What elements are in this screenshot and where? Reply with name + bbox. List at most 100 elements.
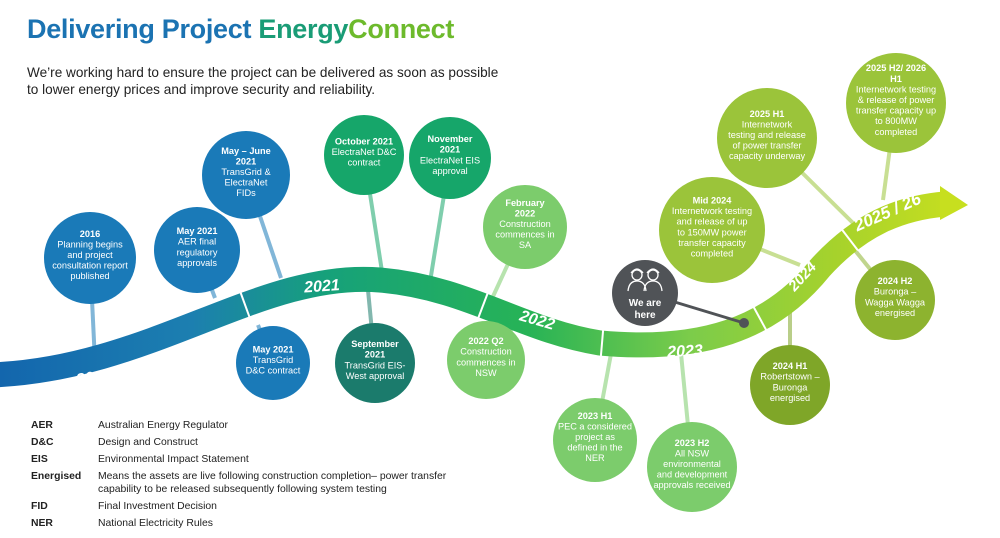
milestone-desc-line: AER final [178, 237, 216, 247]
year-label: 2023 [666, 342, 704, 361]
milestone-date: 2024 H2 [878, 276, 913, 286]
milestone-date: 2025 H2/ 2026 [866, 63, 926, 73]
milestone-desc-line: Buronga [773, 382, 809, 392]
milestone-desc-line: Construction [499, 219, 551, 229]
milestone-desc-line: to 800MW [875, 116, 917, 126]
timeline-arrowhead [940, 186, 968, 220]
glossary-definition: Final Investment Decision [98, 501, 217, 512]
milestone-desc-line: Robertstown – [760, 372, 820, 382]
milestone-desc-line: ElectraNet [225, 178, 268, 188]
milestone-desc-line: and development [657, 470, 728, 480]
band-divider [239, 292, 251, 318]
milestone-date: H1 [890, 74, 902, 84]
milestone-desc-line: FIDs [236, 188, 256, 198]
band-divider [477, 292, 489, 319]
milestone-desc-line: contract [348, 158, 381, 168]
milestone-circle [202, 131, 290, 219]
milestone-desc-line: NER [585, 453, 605, 463]
page-subtitle: We’re working hard to ensure the project… [27, 65, 499, 97]
milestone-circle [154, 207, 240, 293]
marker-circle [612, 260, 678, 326]
milestone-date: February [505, 198, 545, 208]
milestone-desc-line: & release of power [858, 95, 935, 105]
milestone-desc-line: environmental [663, 459, 721, 469]
milestone-desc-line: transfer capacity [678, 238, 746, 248]
milestone-circle [553, 398, 637, 482]
milestone-desc-line: D&C contract [246, 366, 301, 376]
glossary-term: AER [31, 420, 53, 431]
milestone-desc-line: energised [875, 308, 915, 318]
milestone-desc-line: and project [67, 250, 113, 260]
milestone-circle [483, 185, 567, 269]
milestone-circle [750, 345, 830, 425]
glossary-term: D&C [31, 437, 54, 448]
milestone-desc-line: and release of up [676, 217, 747, 227]
milestone-date: 2021 [365, 350, 385, 360]
milestone-desc-line: All NSW [675, 448, 710, 458]
milestone-desc-line: Planning begins [57, 239, 123, 249]
milestone-desc-line: TransGrid & [221, 167, 270, 177]
milestone-circle [324, 115, 404, 195]
milestone-desc-line: PEC a considered [558, 421, 632, 431]
glossary-definition: Design and Construct [98, 437, 198, 448]
glossary-term: FID [31, 501, 48, 512]
milestone-date: November [428, 134, 473, 144]
year-label: 2021 [303, 277, 341, 297]
milestone-desc-line: ElectraNet D&C [332, 147, 397, 157]
glossary-term: Energised [31, 471, 82, 482]
timeline-band [0, 191, 947, 387]
milestone-date: 2025 H1 [750, 109, 785, 119]
milestone-desc-line: testing and release [728, 130, 806, 140]
band-divider [752, 306, 768, 331]
band-divider [841, 229, 859, 251]
milestone-desc-line: Wagga Wagga [865, 297, 926, 307]
milestone-date: 2022 [515, 208, 535, 218]
title-part-delivering: Delivering Project [27, 14, 259, 44]
glossary-term: NER [31, 518, 53, 529]
milestone-date: September [351, 339, 399, 349]
milestone-desc-line: Internetwork testing [856, 84, 936, 94]
milestone-circle [447, 321, 525, 399]
milestone-desc-line: project as [575, 432, 615, 442]
milestone-circle [659, 177, 765, 283]
milestone-desc-line: ElectraNet EIS [420, 155, 480, 165]
glossary-definition: Australian Energy Regulator [98, 420, 228, 431]
milestone-desc-line: consultation report [52, 261, 128, 271]
milestone-date: 2016 [80, 229, 100, 239]
milestone-circle [846, 53, 946, 153]
milestone-circle [717, 88, 817, 188]
milestone-date: 2021 [236, 156, 256, 166]
milestone-desc-line: to 150MW power [677, 227, 746, 237]
milestone-desc-line: approvals received [653, 480, 730, 490]
milestone-date: May 2021 [177, 226, 218, 236]
milestone-desc-line: TransGrid [253, 355, 294, 365]
timeline-dividers [239, 229, 859, 357]
milestone-desc-line: transfer capacity up [856, 106, 936, 116]
glossary-row: D&C Design and Construct [31, 436, 448, 449]
